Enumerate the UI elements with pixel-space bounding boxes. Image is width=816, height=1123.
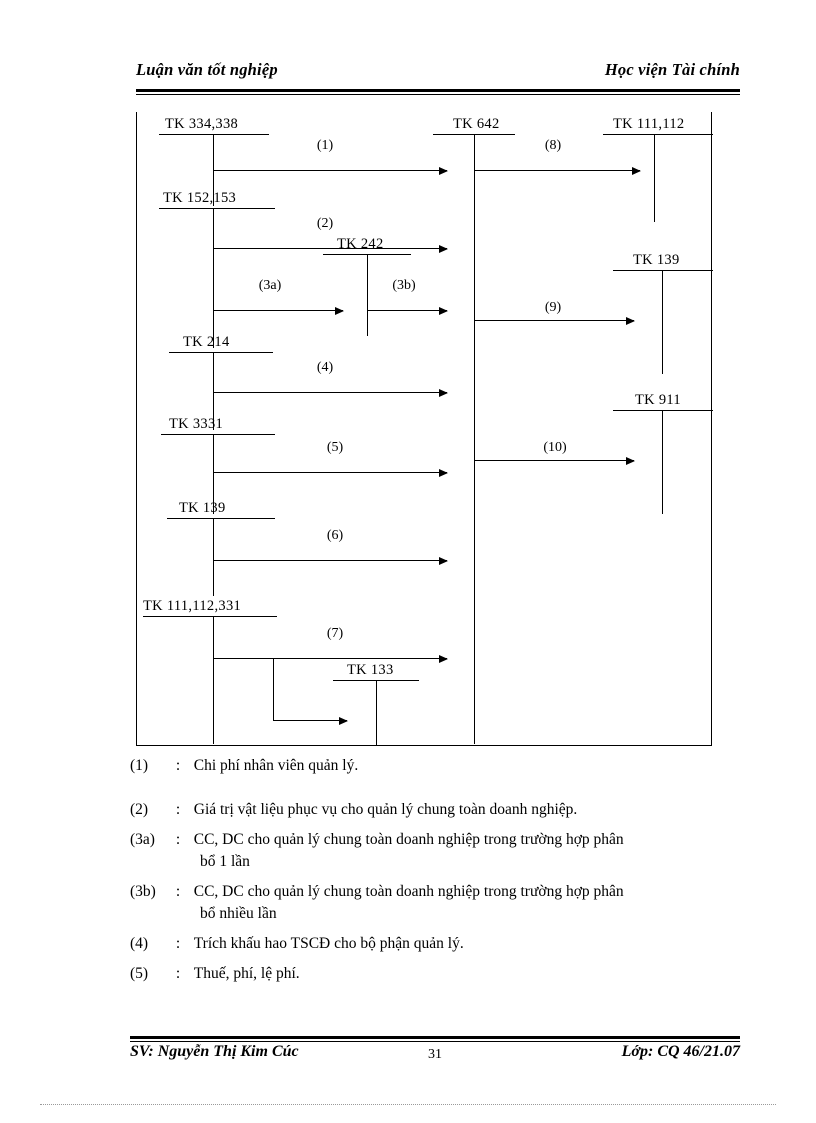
flow-label-1: (1) [316, 138, 334, 153]
legend-item-text: Trích khấu hao TSCĐ cho bộ phận quản lý. [193, 935, 464, 952]
t-account-stem [474, 134, 475, 744]
flow-label-3b: (3b) [392, 278, 416, 293]
legend-item-3a-continuation: bổ 1 lần [200, 853, 250, 870]
t-account-label: TK 139 [633, 252, 680, 268]
legend-item-colon: : [175, 965, 181, 982]
flow-label-3a: (3a) [258, 278, 282, 293]
legend-item-number: (2) [130, 801, 149, 818]
flow-arrow-3a [213, 306, 344, 315]
flow-label-9: (9) [544, 300, 562, 315]
legend-item-text: Giá trị vật liệu phục vụ cho quản lý chu… [193, 801, 578, 818]
flow-arrow-tk-133 [273, 716, 348, 725]
flow-arrow-10 [474, 456, 635, 465]
flow-arrow-5 [213, 468, 448, 477]
header-divider [136, 89, 740, 95]
t-account-label: TK 642 [453, 116, 500, 132]
legend-spacer [130, 821, 740, 829]
t-account-bar [603, 134, 713, 135]
legend-spacer [130, 873, 740, 881]
flow-arrow-8 [474, 166, 641, 175]
flow-label-8: (8) [544, 138, 562, 153]
t-account-label: TK 152,153 [163, 190, 237, 206]
page-bottom-edge [40, 1104, 776, 1105]
legend-item-colon: : [175, 757, 181, 774]
legend-item-text: CC, DC cho quản lý chung toàn doanh nghi… [193, 883, 624, 900]
legend-item-2: (2) : Giá trị vật liệu phục vụ cho quản … [130, 799, 740, 821]
header-title-left: Luận văn tốt nghiệp [136, 60, 278, 79]
t-account-bar [613, 270, 713, 271]
flow-arrow-9 [474, 316, 635, 325]
flow-arrow-1 [213, 166, 448, 175]
legend-item-text: Thuế, phí, lệ phí. [193, 965, 300, 982]
t-account-label: TK 139 [179, 500, 226, 516]
t-account-stem [213, 518, 214, 596]
t-account-stem [213, 208, 214, 348]
t-account-stem [662, 410, 663, 514]
t-account-label: TK 911 [635, 392, 681, 408]
legend-item-4: (4) : Trích khấu hao TSCĐ cho bộ phận qu… [130, 933, 740, 955]
page-header: Luận văn tốt nghiệp Học viện Tài chính [136, 60, 740, 90]
t-account-bar [159, 134, 269, 135]
t-account-label: TK 3331 [169, 416, 224, 432]
legend-item-number: (3a) [130, 831, 155, 848]
t-account-label: TK 111,112,331 [143, 598, 242, 614]
flow-arrow-3b [367, 306, 448, 315]
legend-item-colon: : [175, 935, 181, 952]
t-account-stem [213, 434, 214, 514]
legend-spacer [130, 955, 740, 963]
flow-label-4: (4) [316, 360, 334, 375]
t-account-bar [161, 434, 275, 435]
legend-item-3a: (3a) : CC, DC cho quản lý chung toàn doa… [130, 829, 740, 851]
legend-item-colon: : [175, 831, 181, 848]
legend-item-colon: : [175, 883, 181, 900]
flow-arrow-7 [213, 654, 448, 663]
t-account-stem [654, 134, 655, 222]
flow-label-10: (10) [543, 440, 567, 455]
page-footer: SV: Nguyễn Thị Kim Cúc 31 Lớp: CQ 46/21.… [130, 1043, 740, 1073]
t-account-bar [169, 352, 273, 353]
t-account-label: TK 111,112 [613, 116, 685, 132]
legend-item-number: (4) [130, 935, 149, 952]
legend-spacer [130, 777, 740, 799]
flow-label-6: (6) [326, 528, 344, 543]
t-account-bar [159, 208, 275, 209]
legend-item-number: (1) [130, 757, 149, 774]
legend-item-1: (1) : Chi phí nhân viên quản lý. [130, 755, 740, 777]
page-number: 31 [428, 1047, 442, 1062]
legend-item-text: CC, DC cho quản lý chung toàn doanh nghi… [193, 831, 624, 848]
t-account-stem [376, 680, 377, 746]
legend-item-number: (3b) [130, 883, 156, 900]
t-account-label: TK 214 [183, 334, 230, 350]
header-title-right: Học viện Tài chính [604, 60, 740, 79]
t-account-bar [613, 410, 713, 411]
t-account-label: TK 133 [347, 662, 394, 678]
footer-class: Lớp: CQ 46/21.07 [621, 1043, 740, 1060]
footer-student-name: SV: Nguyễn Thị Kim Cúc [130, 1043, 299, 1060]
t-account-stem [367, 254, 368, 336]
flow-arrow-2 [213, 244, 448, 253]
legend-item-5: (5) : Thuế, phí, lệ phí. [130, 963, 740, 985]
t-account-label: TK 242 [337, 236, 384, 252]
t-account-bar [167, 518, 275, 519]
flow-branch-vertical-tk-133 [273, 658, 274, 720]
legend-spacer [130, 925, 740, 933]
t-account-stem [213, 352, 214, 430]
t-account-label: TK 334,338 [165, 116, 239, 132]
footer-divider [130, 1036, 740, 1042]
accounting-flow-diagram: TK 334,338 TK 152,153 TK 214 TK 3331 [136, 112, 713, 746]
legend-item-3b-continuation: bổ nhiều lần [200, 905, 277, 922]
flow-label-5: (5) [326, 440, 344, 455]
flow-arrow-6 [213, 556, 448, 565]
flow-label-7: (7) [326, 626, 344, 641]
flow-arrow-4 [213, 388, 448, 397]
legend-item-number: (5) [130, 965, 149, 982]
legend-item-colon: : [175, 801, 181, 818]
t-account-stem [213, 616, 214, 744]
t-account-bar [143, 616, 277, 617]
flow-label-2: (2) [316, 216, 334, 231]
t-account-stem [662, 270, 663, 374]
legend-item-3b: (3b) : CC, DC cho quản lý chung toàn doa… [130, 881, 740, 903]
diagram-legend: (1) : Chi phí nhân viên quản lý. (2) : G… [130, 755, 740, 985]
legend-item-text: Chi phí nhân viên quản lý. [193, 757, 359, 774]
